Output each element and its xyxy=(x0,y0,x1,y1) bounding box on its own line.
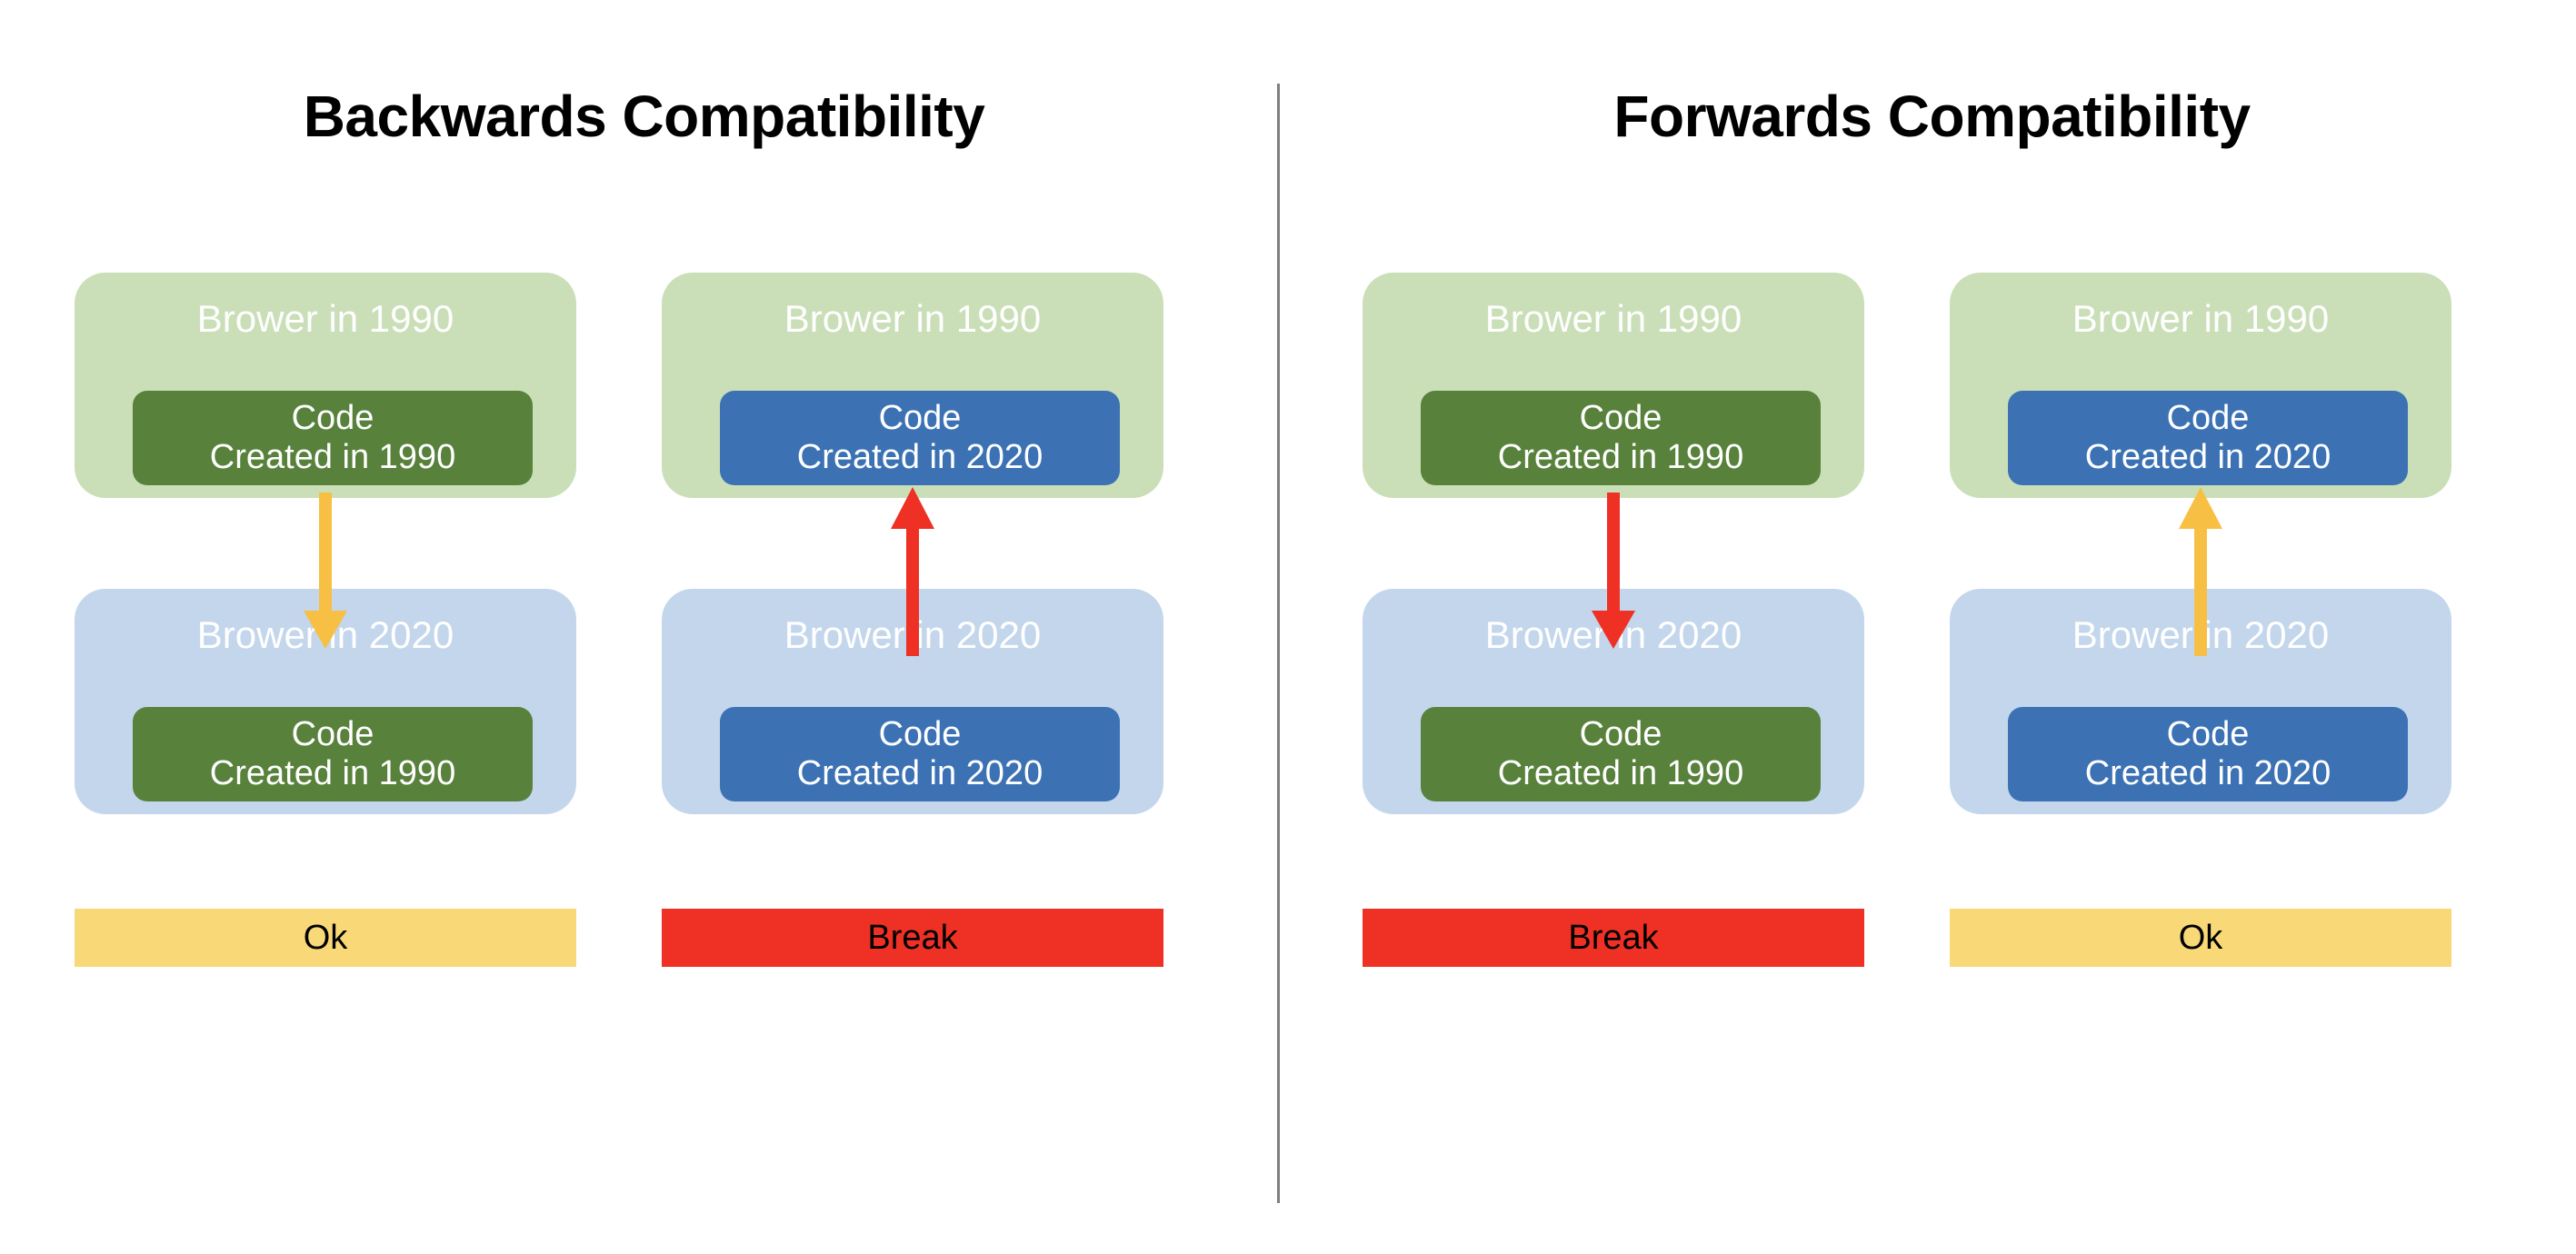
panel-backwards-col-1: Brower in 1990 Code Created in 1990 Brow… xyxy=(75,273,576,967)
panel-gap xyxy=(662,498,1163,589)
browser-panel-bottom: Brower in 2020 Code Created in 2020 xyxy=(1950,589,2451,814)
status-badge: Ok xyxy=(1950,909,2451,967)
code-box-top: Code Created in 1990 xyxy=(133,391,533,485)
panel-forwards-col-1: Brower in 1990 Code Created in 1990 Brow… xyxy=(1363,273,1864,967)
code-box-bottom: Code Created in 2020 xyxy=(2008,707,2408,801)
page-title-backwards: Backwards Compatibility xyxy=(303,84,985,149)
browser-panel-bottom: Brower in 2020 Code Created in 1990 xyxy=(1363,589,1864,814)
status-badge-label: Break xyxy=(867,919,958,957)
status-badge: Break xyxy=(662,909,1163,967)
code-box-top-line2: Created in 1990 xyxy=(1497,438,1744,476)
forwards-compatibility-section: Forwards Compatibility Brower in 1990 Co… xyxy=(1288,0,2576,1254)
browser-panel-top: Brower in 1990 Code Created in 2020 xyxy=(662,273,1163,498)
browser-label-top: Brower in 1990 xyxy=(196,297,454,340)
code-box-top-line1: Code xyxy=(2166,399,2250,438)
panel-gap xyxy=(1363,498,1864,589)
code-box-bottom-line2: Created in 1990 xyxy=(1497,754,1744,792)
status-badge-label: Ok xyxy=(2178,919,2223,957)
browser-label-top: Brower in 1990 xyxy=(2072,297,2330,340)
code-box-bottom-line2: Created in 2020 xyxy=(796,754,1043,792)
code-box-top: Code Created in 2020 xyxy=(720,391,1120,485)
browser-panel-top: Brower in 1990 Code Created in 2020 xyxy=(1950,273,2451,498)
code-box-bottom-line1: Code xyxy=(2166,715,2250,754)
code-box-bottom-line1: Code xyxy=(878,715,962,754)
browser-label-bottom: Brower in 2020 xyxy=(196,613,454,656)
code-box-top-line2: Created in 1990 xyxy=(209,438,456,476)
section-divider xyxy=(1277,84,1280,1203)
code-box-bottom: Code Created in 1990 xyxy=(1421,707,1821,801)
code-box-top: Code Created in 1990 xyxy=(1421,391,1821,485)
status-badge-label: Ok xyxy=(303,919,348,957)
code-box-bottom-line2: Created in 1990 xyxy=(209,754,456,792)
code-box-top: Code Created in 2020 xyxy=(2008,391,2408,485)
code-box-top-line2: Created in 2020 xyxy=(2084,438,2331,476)
browser-panel-top: Brower in 1990 Code Created in 1990 xyxy=(75,273,576,498)
browser-label-bottom: Brower in 2020 xyxy=(784,613,1042,656)
code-box-top-line2: Created in 2020 xyxy=(796,438,1043,476)
status-badge-label: Break xyxy=(1568,919,1659,957)
code-box-top-line1: Code xyxy=(878,399,962,438)
status-badge: Ok xyxy=(75,909,576,967)
panel-forwards-col-2: Brower in 1990 Code Created in 2020 Brow… xyxy=(1950,273,2451,967)
backwards-compatibility-section: Backwards Compatibility Brower in 1990 C… xyxy=(75,84,1163,967)
code-box-bottom: Code Created in 1990 xyxy=(133,707,533,801)
browser-panel-top: Brower in 1990 Code Created in 1990 xyxy=(1363,273,1864,498)
code-box-bottom-line1: Code xyxy=(291,715,374,754)
panel-gap xyxy=(75,498,576,589)
browser-panel-bottom: Brower in 2020 Code Created in 1990 xyxy=(75,589,576,814)
code-box-bottom-line2: Created in 2020 xyxy=(2084,754,2331,792)
browser-label-bottom: Brower in 2020 xyxy=(1484,613,1742,656)
code-box-top-line1: Code xyxy=(291,399,374,438)
browser-label-top: Brower in 1990 xyxy=(1484,297,1742,340)
code-box-bottom: Code Created in 2020 xyxy=(720,707,1120,801)
status-badge: Break xyxy=(1363,909,1864,967)
browser-label-bottom: Brower in 2020 xyxy=(2072,613,2330,656)
code-box-bottom-line1: Code xyxy=(1579,715,1662,754)
panel-gap xyxy=(1950,498,2451,589)
browser-panel-bottom: Brower in 2020 Code Created in 2020 xyxy=(662,589,1163,814)
page-title-forwards: Forwards Compatibility xyxy=(1613,84,2251,149)
panel-backwards-col-2: Brower in 1990 Code Created in 2020 Brow… xyxy=(662,273,1163,967)
code-box-top-line1: Code xyxy=(1579,399,1662,438)
browser-label-top: Brower in 1990 xyxy=(784,297,1042,340)
